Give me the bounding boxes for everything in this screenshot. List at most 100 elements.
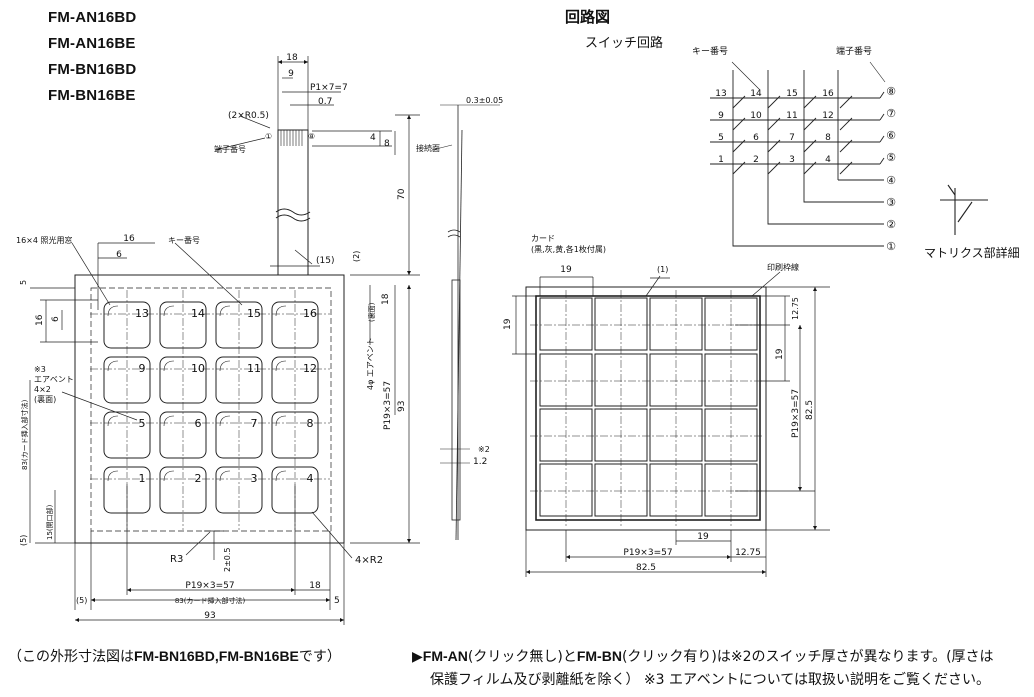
dim-93-right: 93 (397, 401, 407, 412)
circuit-switch (839, 139, 853, 153)
circuit-title: 回路図 (565, 8, 611, 26)
label-line: (黒,灰,黄,各1枚付属) (531, 244, 606, 254)
key-corner-mark (163, 415, 175, 427)
dim-6-left: 6 (51, 316, 61, 322)
key-number-label: キー番号 (168, 235, 200, 245)
circuit-key-number: 16 (822, 89, 834, 99)
key-number: 5 (139, 417, 146, 430)
arrowhead (340, 618, 344, 622)
circuit-key-number: 14 (750, 89, 762, 99)
model-list: FM-AN16BD FM-AN16BE FM-BN16BD FM-BN16BE (48, 8, 136, 112)
arrowhead (407, 115, 411, 119)
terminal-circle: ⑥ (886, 129, 896, 142)
dim-5-bottom: 5 (334, 596, 340, 606)
dim-93-bottom: 93 (204, 611, 215, 621)
dim-6-top: 6 (116, 250, 122, 260)
key-corner-mark (163, 360, 175, 372)
key-corner-mark (219, 415, 231, 427)
card-grid (539, 297, 758, 517)
terminal-lead (879, 91, 885, 99)
model-name: FM-AN16BE (48, 35, 136, 52)
key-number: 11 (247, 362, 261, 375)
key-number: 13 (135, 307, 149, 320)
contact-face-label: 接続面 (416, 143, 440, 153)
dim-9: 9 (288, 69, 294, 79)
circuit-switch (732, 117, 746, 131)
footer-line-2: 保護フィルム及び剥離紙を除く） ※3 エアベントについては取扱い説明をご覧くださ… (430, 672, 990, 688)
front-leader-lines (61, 115, 353, 559)
terminal-lead (732, 180, 884, 247)
dim-p57-vertical: P19×3=57 (791, 389, 801, 438)
matrix-detail-symbol (940, 184, 988, 235)
circuit-switch (803, 95, 817, 109)
key-corner-mark (219, 470, 231, 482)
dim-1-paren: (1) (657, 265, 668, 274)
key-window (159, 466, 207, 514)
terminal-circle: ⑧ (886, 85, 896, 98)
circuit-labels: キー番号 端子番号 (692, 45, 872, 57)
dim-19-left: 19 (503, 318, 513, 330)
key-number: 9 (139, 362, 146, 375)
key-number: 8 (307, 417, 314, 430)
key-corner-mark (107, 305, 119, 317)
dim-2-paren: (2) (352, 251, 361, 262)
circuit-switch (732, 95, 746, 109)
dim-18-top: 18 (286, 53, 298, 63)
air-vent-right-label: 4φ エアベント (366, 337, 375, 390)
key-corner-mark (163, 470, 175, 482)
terminal-lead (879, 113, 885, 121)
footer-line-1: （この外形寸法図はFM-BN16BD,FM-BN16BEです） (8, 646, 341, 666)
key-corner-mark (275, 415, 287, 427)
key-number: 15 (247, 307, 261, 320)
dim-19-right: 19 (775, 348, 785, 360)
card-insert-horizontal-label: 83(カード挿入部寸法) (175, 596, 246, 605)
circuit-key-number: 10 (750, 111, 762, 121)
card-insert-vertical-label: 83(カード挿入部寸法) (20, 399, 29, 470)
dim-82-5-horizontal: 82.5 (636, 563, 656, 573)
dim-p57-bottom: P19×3=57 (185, 581, 234, 591)
footer-an: FM-AN (422, 648, 468, 664)
tail-break (275, 214, 311, 222)
terminal-lead (767, 180, 884, 225)
arrowhead (407, 539, 411, 543)
r2-label: 4×R2 (355, 555, 383, 566)
tail-break (275, 208, 311, 216)
model-name: FM-BN16BD (48, 61, 137, 78)
circuit-key-number: 4 (825, 155, 831, 165)
key-window (215, 466, 263, 514)
circuit-switch (839, 161, 853, 175)
dim-p57-horizontal: P19×3=57 (623, 548, 672, 558)
card-view (512, 271, 830, 577)
terminal-number-label: 端子番号 (214, 144, 246, 154)
label-line: エアベント (34, 375, 74, 384)
dim-15-paren: (15) (316, 256, 334, 266)
arrowhead (407, 271, 411, 275)
circuit-switch (767, 117, 781, 131)
front-dimension-lines (29, 56, 420, 625)
key-number: 10 (191, 362, 205, 375)
circuit-key-number: 11 (786, 111, 797, 121)
circuit-key-number: 8 (825, 133, 831, 143)
circuit-subtitle: スイッチ回路 (585, 36, 664, 51)
terminal-lead (879, 157, 885, 165)
model-name: FM-AN16BD (48, 9, 137, 26)
circuit-key-number-label: キー番号 (692, 45, 728, 57)
footer-note-pre: （この外形寸法図は (8, 649, 134, 665)
circuit-switch (803, 117, 817, 131)
key-corner-mark (219, 360, 231, 372)
dim-82-5-vertical: 82.5 (805, 400, 815, 420)
dim-5-left: 5 (19, 280, 28, 285)
light-window-label: 16×4 照光用窓 (16, 235, 73, 245)
card-label: カード(黒,灰,黄,各1枚付属) (531, 234, 606, 254)
dim-r05: (2×R0.5) (228, 111, 269, 121)
terminal-circle: ④ (886, 174, 896, 187)
rear-side-label: (裏面) (367, 302, 376, 322)
center-lines (90, 290, 330, 530)
side-labels: 0.3±0.05 接続面 ※2 1.2 (416, 96, 503, 467)
r3-label: R3 (170, 554, 183, 565)
key-corner-mark (275, 470, 287, 482)
matrix-detail-label: マトリクス部詳細 (924, 246, 1020, 260)
